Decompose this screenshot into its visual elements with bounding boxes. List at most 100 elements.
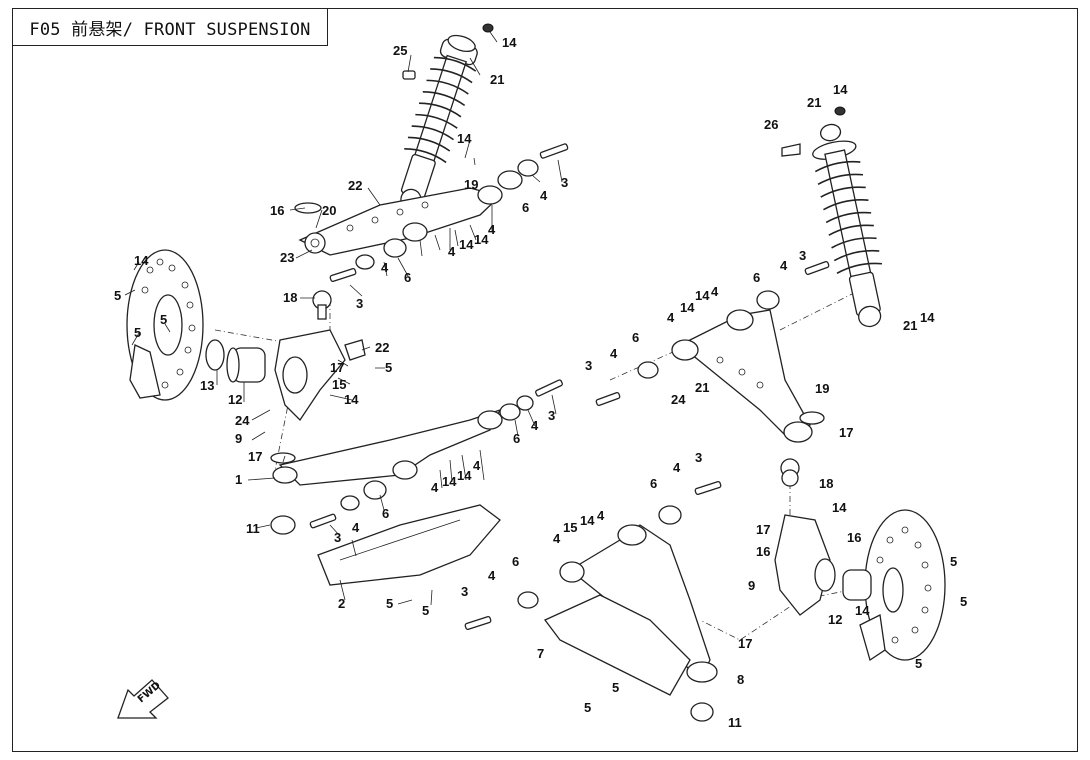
callout-11: 12 xyxy=(828,612,842,627)
callout-14: 14 xyxy=(680,300,695,315)
callout-22: 21 xyxy=(807,95,821,110)
callout-4: 4 xyxy=(540,188,548,203)
callout-13: 14 xyxy=(134,253,149,268)
leader-lines xyxy=(124,31,563,606)
callout-14: 14 xyxy=(580,513,595,528)
callout-4: 4 xyxy=(381,260,389,275)
callout-14: 16 xyxy=(847,530,861,545)
callout-4: 4 xyxy=(673,460,681,475)
callout-3: 3 xyxy=(799,248,806,263)
callout-14: 14 xyxy=(920,310,935,325)
callout-3: 3 xyxy=(695,450,702,465)
callout-26: 24 xyxy=(671,392,686,407)
callout-4: 4 xyxy=(488,222,496,237)
skid-guard-left xyxy=(317,504,501,586)
callout-26: 23 xyxy=(280,250,294,265)
brake-disc-left xyxy=(126,249,266,401)
callout-5: 5 xyxy=(134,325,141,340)
callout-14: 14 xyxy=(442,474,457,489)
callout-10: 11 xyxy=(246,521,260,536)
callout-12: 14 xyxy=(855,603,870,618)
callout-16: 16 xyxy=(756,544,770,559)
callout-labels: 25 14 21 14 19 3 4 6 22 16 20 23 4 14 14… xyxy=(114,35,967,730)
callout-14: 14 xyxy=(459,237,474,252)
callout-14: 14 xyxy=(344,392,359,407)
callout-6: 6 xyxy=(753,270,760,285)
callout-21: 19 xyxy=(464,177,478,192)
callout-17: 16 xyxy=(270,203,284,218)
callout-4: 4 xyxy=(597,508,605,523)
callout-19: 18 xyxy=(819,476,833,491)
callout-10: 11 xyxy=(728,715,742,730)
callout-14: 14 xyxy=(695,288,710,303)
lower-arm-left xyxy=(270,379,563,535)
title-box: F05 前悬架/ FRONT SUSPENSION xyxy=(12,8,328,46)
callout-3: 3 xyxy=(461,584,468,599)
page-title: F05 前悬架/ FRONT SUSPENSION xyxy=(29,19,311,40)
callout-5: 5 xyxy=(612,680,619,695)
callout-21: 21 xyxy=(903,318,917,333)
callout-22: 21 xyxy=(490,72,504,87)
callout-6: 6 xyxy=(382,506,389,521)
callout-17: 17 xyxy=(248,449,262,464)
callout-6: 6 xyxy=(512,554,519,569)
callout-27: 25 xyxy=(393,43,407,58)
callout-4: 4 xyxy=(711,284,719,299)
brake-disc-right xyxy=(842,509,946,662)
callout-7: 7 xyxy=(537,646,544,661)
callout-4: 4 xyxy=(473,458,481,473)
callout-3: 3 xyxy=(356,296,363,311)
callout-4: 4 xyxy=(780,258,788,273)
callout-4: 4 xyxy=(488,568,496,583)
callout-21: 20 xyxy=(322,203,336,218)
callout-3: 3 xyxy=(585,358,592,373)
callout-14: 15 xyxy=(563,520,577,535)
callout-5: 5 xyxy=(584,700,591,715)
callout-4: 4 xyxy=(448,244,456,259)
callout-5: 5 xyxy=(950,554,957,569)
callout-5: 5 xyxy=(160,312,167,327)
callout-6: 6 xyxy=(404,270,411,285)
callout-6: 6 xyxy=(650,476,657,491)
fwd-arrow: FWD xyxy=(117,679,169,719)
callout-20: 19 xyxy=(815,381,829,396)
callout-3: 3 xyxy=(334,530,341,545)
callout-6: 6 xyxy=(632,330,639,345)
callout-4: 4 xyxy=(553,531,561,546)
callout-8: 8 xyxy=(737,672,744,687)
callout-17: 17 xyxy=(839,425,853,440)
callout-27: 26 xyxy=(764,117,778,132)
callout-18: 17 xyxy=(330,360,344,375)
steering-knuckle-right xyxy=(774,469,836,616)
callout-15: 14 xyxy=(832,500,847,515)
callout-21: 21 xyxy=(695,380,709,395)
callout-4: 4 xyxy=(531,418,539,433)
callout-14: 14 xyxy=(502,35,517,50)
callout-17: 17 xyxy=(738,636,752,651)
skid-guard-right xyxy=(543,594,691,696)
callout-1: 1 xyxy=(235,472,242,487)
callout-4: 4 xyxy=(431,480,439,495)
callout-14: 14 xyxy=(457,468,472,483)
callout-5: 5 xyxy=(960,594,967,609)
callout-14: 14 xyxy=(457,131,472,146)
upper-arm-right xyxy=(595,260,830,478)
callout-9: 9 xyxy=(748,578,755,593)
callout-6: 6 xyxy=(522,200,529,215)
callout-5: 5 xyxy=(386,596,393,611)
callout-4: 4 xyxy=(352,520,360,535)
callout-18: 17 xyxy=(756,522,770,537)
steering-knuckle-left xyxy=(274,290,366,422)
callout-11: 12 xyxy=(228,392,242,407)
callout-5: 5 xyxy=(422,603,429,618)
upper-arm-left xyxy=(294,143,569,283)
callout-4: 4 xyxy=(610,346,618,361)
callout-12: 13 xyxy=(200,378,214,393)
callout-14: 14 xyxy=(833,82,848,97)
callout-24: 22 xyxy=(375,340,389,355)
callout-5: 5 xyxy=(915,656,922,671)
callout-4: 4 xyxy=(667,310,675,325)
callout-3: 3 xyxy=(561,175,568,190)
callout-14: 14 xyxy=(474,232,489,247)
